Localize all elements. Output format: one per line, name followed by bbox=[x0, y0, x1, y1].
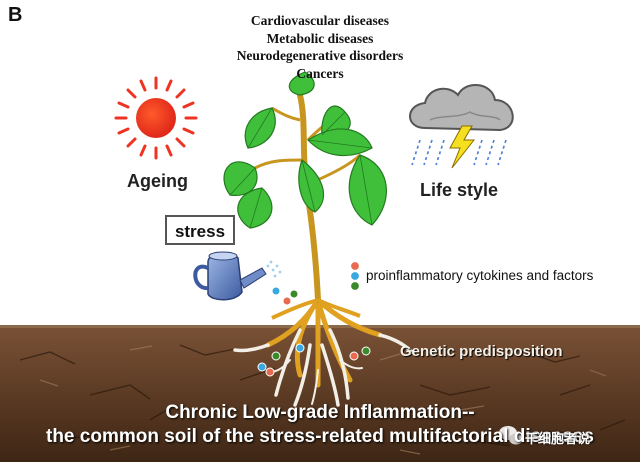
sun-icon bbox=[114, 76, 198, 160]
cytokine-legend-markers bbox=[349, 260, 361, 292]
plant-icon bbox=[223, 71, 387, 320]
lifestyle-label: Life style bbox=[420, 180, 499, 200]
genetic-predisposition-label: Genetic predisposition bbox=[400, 343, 563, 360]
watering-can-icon bbox=[193, 251, 282, 301]
disease-item: Neurodegenerative disorders bbox=[236, 48, 404, 63]
ageing-label: Ageing bbox=[127, 171, 188, 191]
leaf bbox=[288, 71, 315, 96]
disease-item: Cancers bbox=[296, 65, 344, 81]
cytokines-label: proinflammatory cytokines and factors bbox=[366, 268, 594, 283]
lightning-icon bbox=[449, 125, 476, 169]
footer-title-line2: the common soil of the stress-related mu… bbox=[46, 426, 594, 447]
watermark-text: 干细胞者说 bbox=[525, 431, 591, 446]
leaf bbox=[298, 159, 325, 213]
cytokine-particles bbox=[257, 286, 371, 377]
panel-label: B bbox=[8, 4, 23, 26]
disease-item: Metabolic diseases bbox=[266, 30, 374, 46]
footer-title-line1: Chronic Low-grade Inflammation-- bbox=[165, 402, 475, 423]
leaf bbox=[348, 154, 387, 226]
disease-item: Cardiovascular diseases bbox=[250, 13, 390, 28]
disease-list: Cardiovascular diseases Metabolic diseas… bbox=[0, 12, 640, 82]
stress-label: stress bbox=[165, 215, 235, 245]
storm-cloud-icon bbox=[409, 84, 514, 169]
wechat-icon bbox=[499, 426, 523, 445]
